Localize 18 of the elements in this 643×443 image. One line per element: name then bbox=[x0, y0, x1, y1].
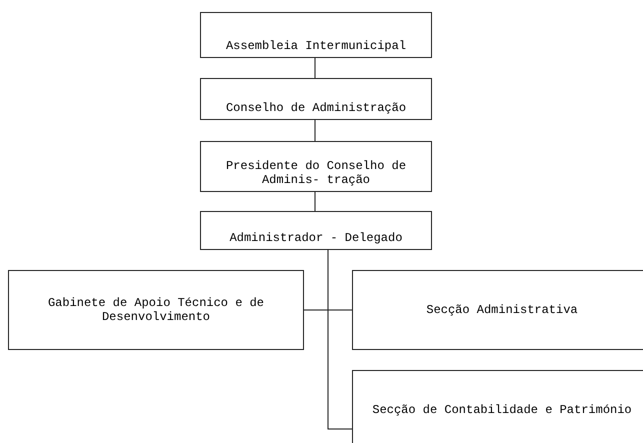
connector-line bbox=[314, 58, 316, 78]
box-label: Secção de Contabilidade e Património bbox=[372, 403, 632, 417]
org-box bbox=[200, 211, 432, 250]
org-box bbox=[200, 12, 432, 58]
connector-line bbox=[314, 192, 316, 212]
connector-line bbox=[328, 250, 352, 430]
connector-line bbox=[314, 120, 316, 142]
box-label: Conselho de Administração bbox=[226, 101, 406, 115]
org-box bbox=[8, 270, 304, 350]
org-box bbox=[352, 270, 643, 350]
box-label: Secção Administrativa bbox=[426, 303, 578, 317]
org-box bbox=[200, 78, 432, 120]
box-label: Administrador - Delegado bbox=[230, 231, 402, 245]
box-label: Assembleia Intermunicipal bbox=[226, 39, 406, 53]
org-box bbox=[352, 370, 643, 443]
box-label: Gabinete de Apoio Técnico e de Desenvolvimento bbox=[46, 296, 266, 324]
box-label: Presidente do Conselho de Adminis- tração bbox=[224, 159, 408, 187]
org-box bbox=[200, 141, 432, 192]
